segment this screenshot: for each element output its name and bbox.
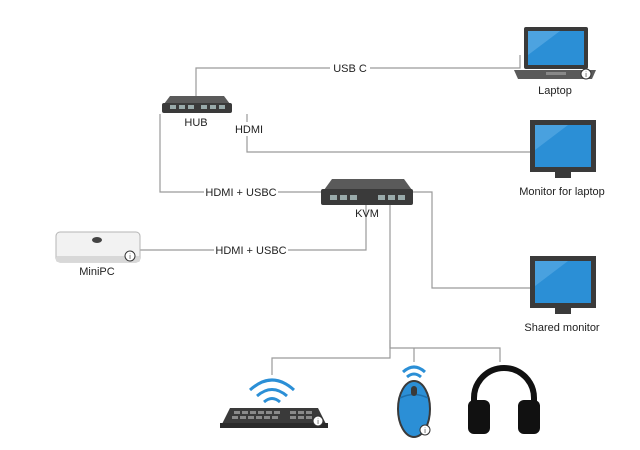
wire-kvm-shared-monitor — [412, 191, 530, 289]
wireless-keyboard-icon: i — [220, 378, 328, 428]
monitor-laptop-device: Monitor for laptop — [519, 120, 605, 198]
connection-labels: USB C HDMI HDMI + USBC HDMI + USBC — [204, 61, 370, 257]
hub-label: HUB — [184, 117, 207, 129]
label-minipc-kvm: HDMI + USBC — [215, 245, 286, 257]
monitor-laptop-label: Monitor for laptop — [519, 186, 605, 198]
svg-text:i: i — [585, 72, 587, 79]
shared-monitor-label: Shared monitor — [524, 322, 600, 334]
wireless-mouse-icon: i — [397, 365, 431, 438]
laptop-label: Laptop — [538, 85, 572, 97]
minipc-label: MiniPC — [79, 266, 115, 278]
label-hdmi: HDMI — [235, 124, 263, 136]
svg-text:i: i — [424, 428, 426, 435]
headphones-icon — [468, 365, 540, 434]
kvm-label: KVM — [355, 208, 379, 220]
wire-kvm-keyboard — [271, 205, 391, 375]
label-hub-kvm: HDMI + USBC — [205, 187, 276, 199]
hub-device: HUB — [162, 96, 232, 129]
wire-hub-monitor-laptop — [246, 114, 530, 153]
wire-kvm-mouse-headphones — [389, 340, 501, 362]
minipc-device: i MiniPC — [55, 231, 141, 278]
shared-monitor-device: Shared monitor — [524, 256, 600, 334]
laptop-device: i Laptop — [514, 27, 596, 97]
svg-text:i: i — [317, 419, 319, 426]
kvm-device: KVM — [321, 179, 413, 220]
label-usb-c: USB C — [333, 63, 367, 75]
svg-text:i: i — [129, 254, 131, 261]
